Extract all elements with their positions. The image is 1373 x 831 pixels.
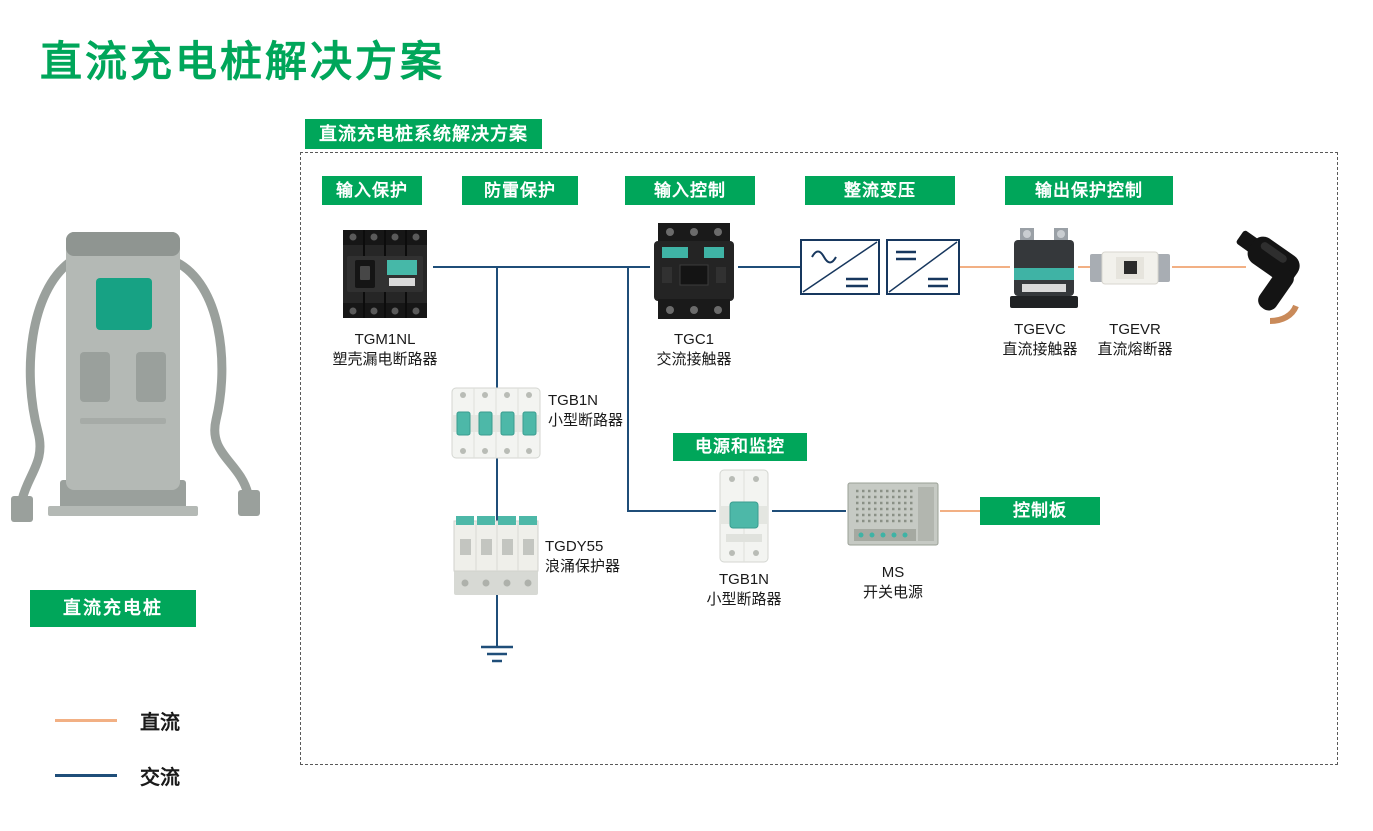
rectifier-dcdc-icon <box>886 239 960 295</box>
ms-model: MS <box>881 564 905 581</box>
tgevc-desc: 直流接触器 <box>1002 341 1078 358</box>
tgc1-desc: 交流接触器 <box>656 351 732 368</box>
tgb1n-2p-desc: 小型断路器 <box>706 591 782 608</box>
tgb1n-2p-model: TGB1N <box>718 571 769 588</box>
tgevr-fuse-icon <box>1090 251 1170 285</box>
tgdy55-desc: 浪涌保护器 <box>545 558 621 575</box>
tgevr-caption: TGEVR 直流熔断器 <box>1080 320 1190 360</box>
stage-label-input-protection: 输入保护 <box>322 176 422 205</box>
tgdy55-model: TGDY55 <box>545 538 604 555</box>
dc-line-rectifier-to-contactor <box>960 266 1010 268</box>
stage-label-rectify-transform: 整流变压 <box>805 176 955 205</box>
legend-dc-swatch <box>55 719 117 722</box>
legend-ac-swatch <box>55 774 117 777</box>
tgb1n-2p-caption: TGB1N 小型断路器 <box>688 570 800 610</box>
ac-line-breaker-to-psu <box>772 510 846 512</box>
tgb1n-4p-caption: TGB1N 小型断路器 <box>548 391 658 431</box>
tgevr-desc: 直流熔断器 <box>1097 341 1173 358</box>
tgm1nl-model: TGM1NL <box>354 331 416 348</box>
rectifier-acdc-icon <box>800 239 880 295</box>
page-title: 直流充电桩解决方案 <box>40 38 446 85</box>
stage-label-output-protection-control: 输出保护控制 <box>1005 176 1173 205</box>
tgevc-caption: TGEVC 直流接触器 <box>983 320 1097 360</box>
tgc1-model: TGC1 <box>673 331 714 348</box>
tgm1nl-caption: TGM1NL 塑壳漏电断路器 <box>317 330 453 370</box>
ac-line-breaker-to-contactor <box>433 266 650 268</box>
charging-gun-icon <box>1236 230 1300 324</box>
tgb1n-4p-desc: 小型断路器 <box>548 412 624 429</box>
pile-label: 直流充电桩 <box>30 590 196 627</box>
charging-pile-icon <box>11 232 260 522</box>
ms-caption: MS 开关电源 <box>846 563 940 603</box>
legend-dc-label: 直流 <box>140 712 180 734</box>
tgdy55-surge-protector-icon <box>453 516 539 595</box>
tgm1nl-breaker-icon <box>343 230 427 318</box>
dc-line-psu-to-control-board <box>940 510 980 512</box>
tgb1n-4p-model: TGB1N <box>548 392 599 409</box>
tgm1nl-desc: 塑壳漏电断路器 <box>332 351 438 368</box>
tgevc-model: TGEVC <box>1014 321 1066 338</box>
ground-icon <box>481 645 513 663</box>
tgb1n-2p-breaker-icon <box>719 469 769 563</box>
legend-ac-label: 交流 <box>140 767 180 789</box>
dc-line-fuse-to-gun <box>1172 266 1246 268</box>
stage-label-lightning-protection: 防雷保护 <box>462 176 578 205</box>
stage-label-control-board: 控制板 <box>980 497 1100 525</box>
ms-power-supply-icon <box>847 482 939 546</box>
tgb1n-4p-breaker-icon <box>451 387 541 459</box>
stage-label-input-control: 输入控制 <box>625 176 755 205</box>
stage-label-power-and-monitoring: 电源和监控 <box>673 433 807 461</box>
diagram-frame <box>300 152 1338 765</box>
tgevc-dc-contactor-icon <box>1010 228 1078 308</box>
tgdy55-caption: TGDY55 浪涌保护器 <box>545 537 665 577</box>
tgevr-model: TGEVR <box>1109 321 1161 338</box>
tgc1-caption: TGC1 交流接触器 <box>627 330 761 370</box>
dc-line-contactor-to-fuse <box>1078 266 1092 268</box>
ac-line-contactor-to-rectifier <box>738 266 800 268</box>
ac-line-monitor-branch-vertical <box>627 267 629 512</box>
tgc1-contactor-icon <box>654 223 734 319</box>
ac-line-monitor-branch-horizontal <box>627 510 716 512</box>
system-banner: 直流充电桩系统解决方案 <box>305 119 542 149</box>
ms-desc: 开关电源 <box>862 584 923 601</box>
